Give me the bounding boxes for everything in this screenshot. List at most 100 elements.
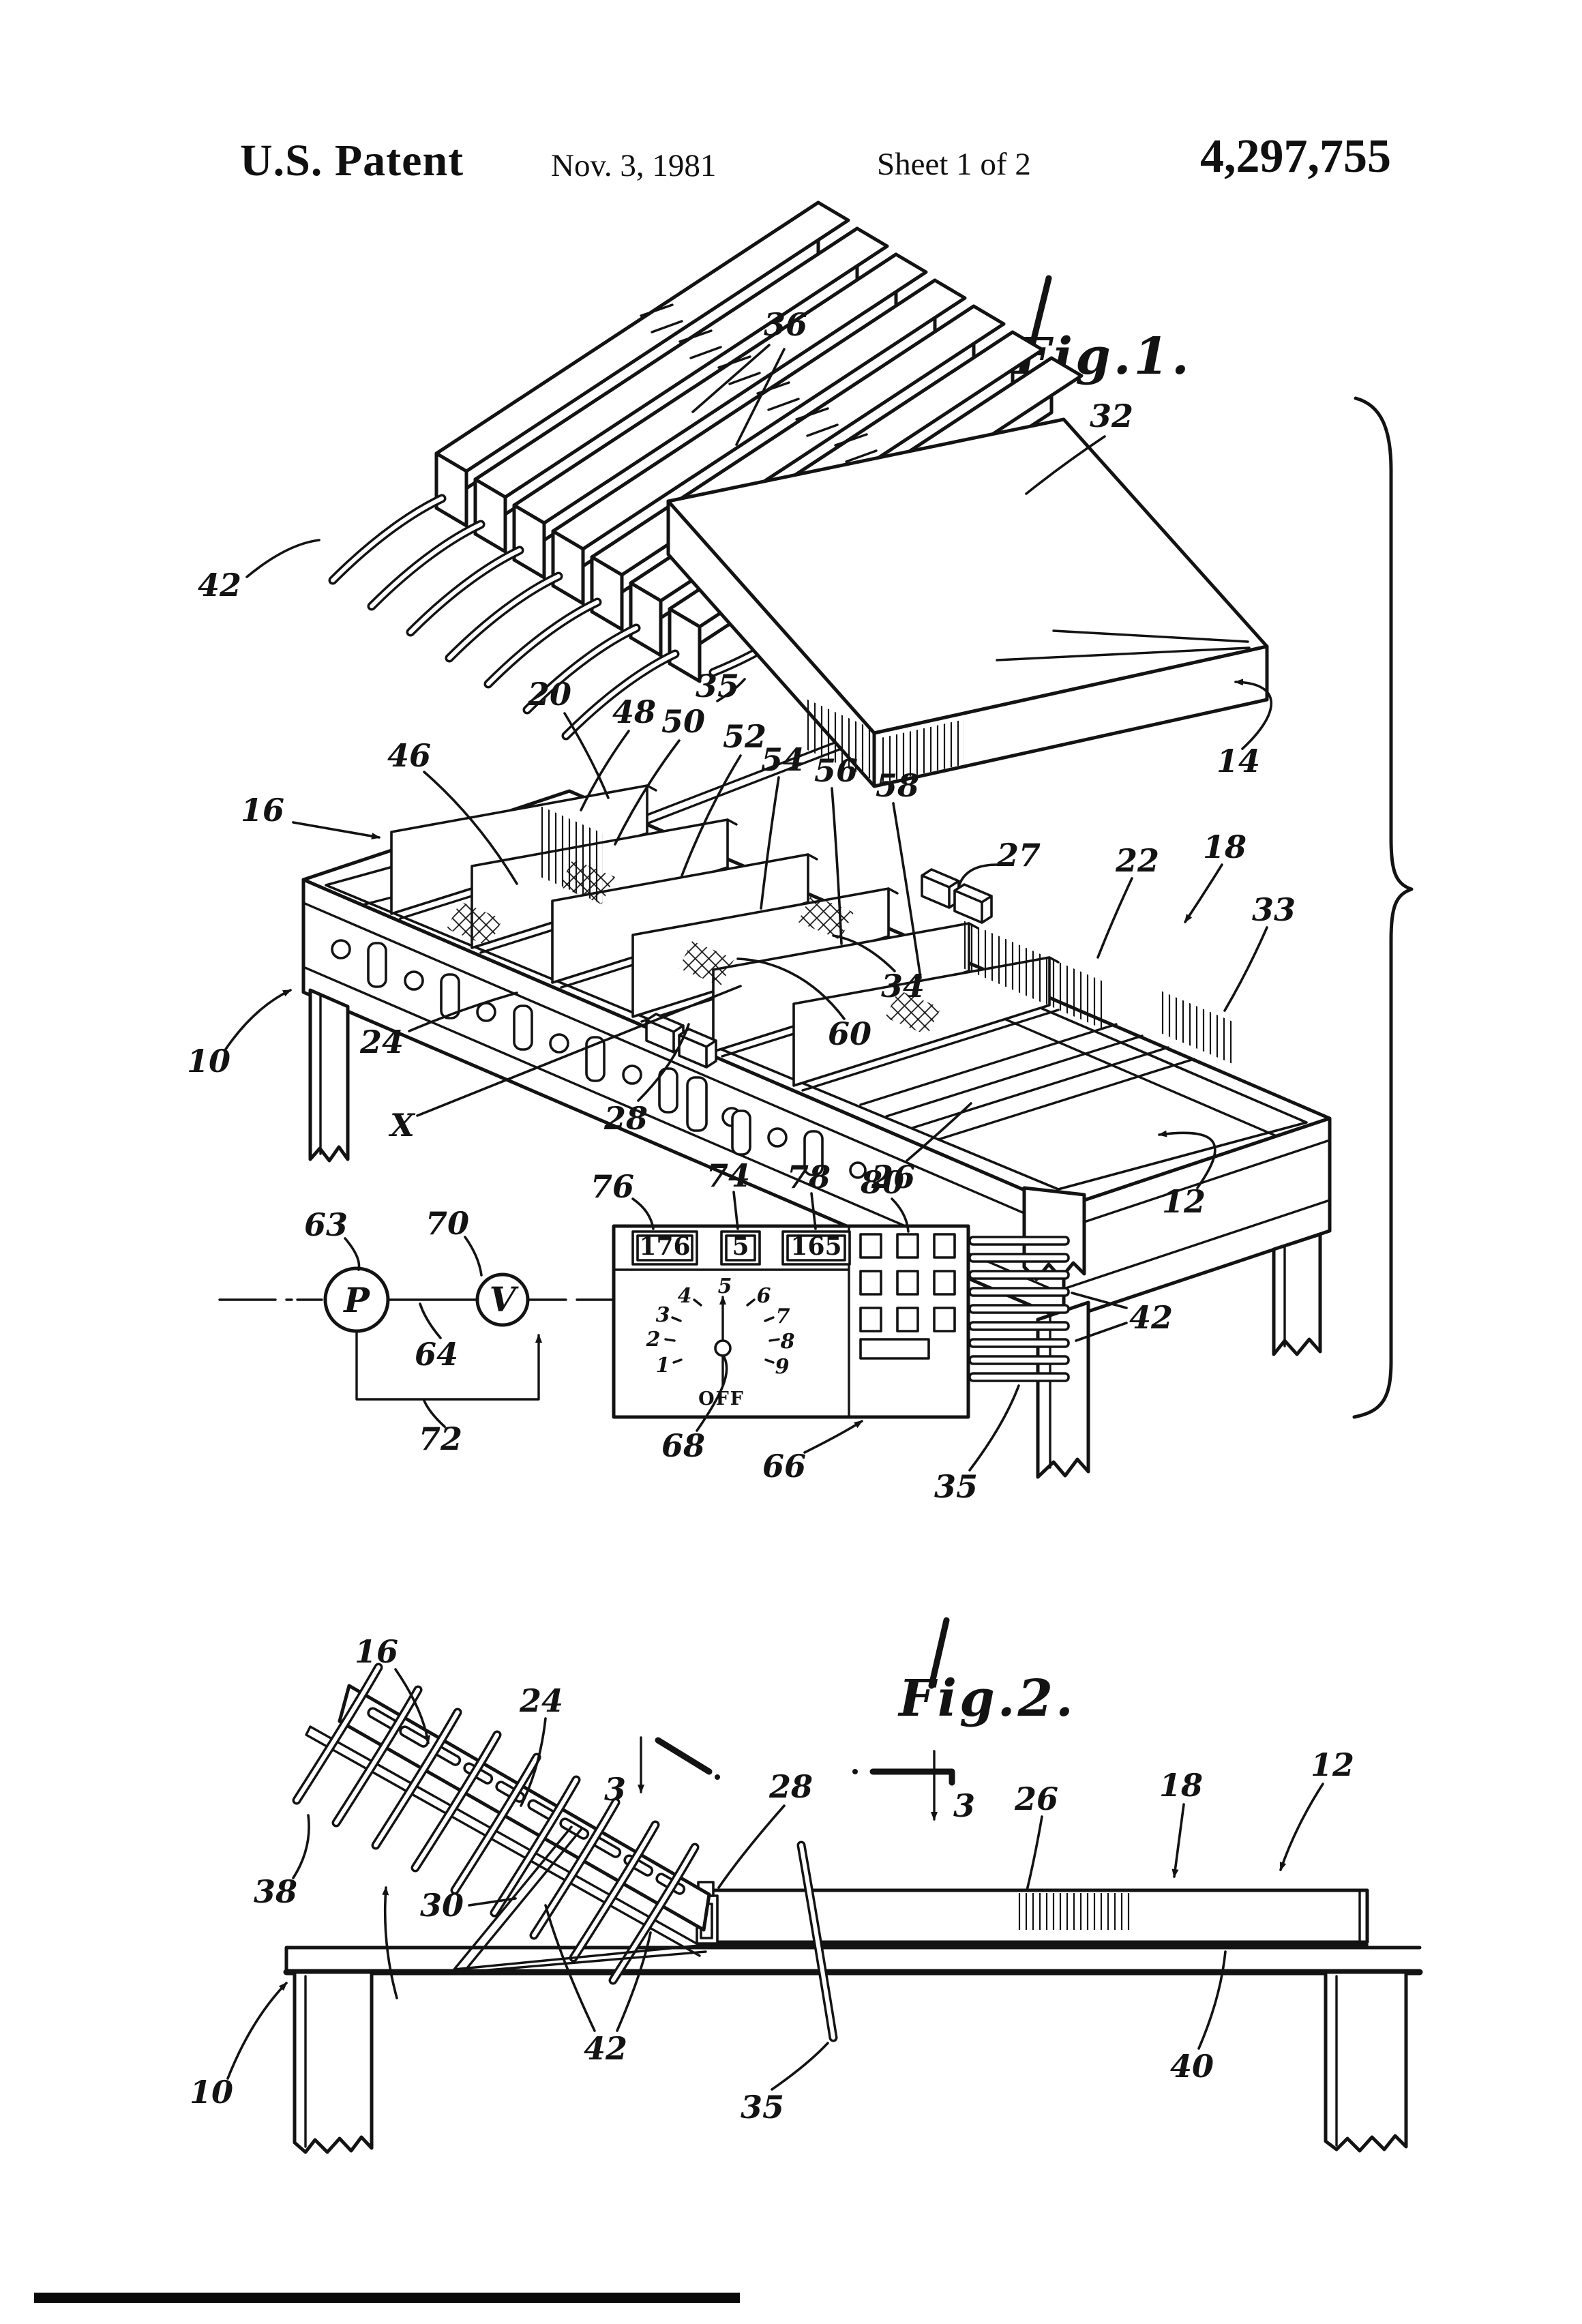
control-circuit: P V 176 5 165 1 2 xyxy=(218,1191,1128,1472)
patent-header-sheet: Sheet 1 of 2 xyxy=(877,147,1031,182)
ref-label-74: 74 xyxy=(706,1157,750,1194)
rod-comb xyxy=(968,1236,1070,1382)
leader-35b xyxy=(968,1384,1020,1472)
leg-left xyxy=(293,1970,374,2154)
dial-number-2: 2 xyxy=(646,1328,661,1352)
ref2-label-35: 35 xyxy=(741,2089,784,2126)
patent-header-number: 4,297,755 xyxy=(1200,130,1391,183)
section-marker-3a xyxy=(638,1736,720,1793)
ref-label-24: 24 xyxy=(359,1024,404,1060)
ref-label-76: 76 xyxy=(591,1168,634,1205)
ref-label-50: 50 xyxy=(661,703,705,740)
floor-shading xyxy=(859,1023,1195,1141)
leader-42b xyxy=(1071,1292,1128,1342)
floor-xhatch-3 xyxy=(678,941,734,986)
dial-number-6: 6 xyxy=(757,1284,771,1308)
ref2-label-42: 42 xyxy=(584,2030,627,2067)
ref-label-22: 22 xyxy=(1115,842,1159,879)
ref-label-16: 16 xyxy=(241,792,284,829)
leg-back-right xyxy=(1272,1232,1322,1356)
rod-35-fig2-core xyxy=(799,1843,835,2040)
leader-76 xyxy=(631,1197,655,1230)
dial-number-4: 4 xyxy=(678,1284,692,1308)
section-marker-3b xyxy=(852,1750,955,1821)
display-2-value: 5 xyxy=(732,1232,749,1261)
display-1-value: 176 xyxy=(639,1232,690,1261)
ref-label-20: 20 xyxy=(527,676,571,713)
ref2-label-30: 30 xyxy=(420,1887,464,1924)
clamp-28 xyxy=(645,1013,717,1069)
rod-long xyxy=(616,681,998,835)
leader-72 xyxy=(423,1399,446,1428)
ref-label-42b: 42 xyxy=(1129,1299,1173,1336)
dial-number-3: 3 xyxy=(656,1303,670,1327)
gauge-v-circle xyxy=(475,1272,530,1327)
ref2-label-16: 16 xyxy=(355,1633,398,1670)
ref2-label-10: 10 xyxy=(190,2074,233,2111)
feedback-loop xyxy=(355,1330,542,1401)
patent-header-date: Nov. 3, 1981 xyxy=(551,148,717,183)
dial-number-8: 8 xyxy=(780,1330,795,1354)
ref2-label-3b: 3 xyxy=(953,1787,975,1824)
ref2-label-18: 18 xyxy=(1159,1767,1203,1804)
ref-label-36: 36 xyxy=(764,306,807,343)
display-3-value: 165 xyxy=(790,1232,841,1261)
ref2-label-38: 38 xyxy=(254,1873,297,1910)
leader-64 xyxy=(419,1302,442,1339)
dial-ticks xyxy=(664,1298,780,1364)
ref-label-64: 64 xyxy=(415,1336,458,1373)
ref-label-66: 66 xyxy=(762,1448,806,1485)
ref-label-80: 80 xyxy=(860,1164,904,1201)
ref-label-10: 10 xyxy=(187,1043,230,1079)
ref2-label-3a: 3 xyxy=(604,1771,626,1808)
dial-pivot xyxy=(714,1339,732,1357)
floor-xhatch-2 xyxy=(559,859,615,904)
leg-mid-right xyxy=(1022,1186,1086,1281)
panel-buttons xyxy=(859,1233,956,1360)
ref-label-54: 54 xyxy=(761,741,805,778)
flat-section xyxy=(702,1888,1369,1946)
rightwall-hatch xyxy=(1159,990,1236,1065)
gauge-p-letter: P xyxy=(342,1280,370,1320)
ref2-label-40: 40 xyxy=(1170,2048,1214,2085)
ref-label-26: 26 xyxy=(871,1159,915,1195)
section-hatch xyxy=(1016,1893,1133,1930)
ref2-label-24: 24 xyxy=(519,1682,563,1719)
display-3-inner xyxy=(786,1234,846,1262)
ref2-label-26: 26 xyxy=(1014,1781,1058,1817)
mattress-pad xyxy=(666,417,1269,788)
ref-label-70: 70 xyxy=(426,1205,469,1242)
fig2-title: Fig.2. xyxy=(897,1669,1075,1728)
display-2-inner xyxy=(725,1234,756,1262)
mattress-crease xyxy=(996,629,1251,661)
ref2-label-12: 12 xyxy=(1311,1746,1354,1783)
ref-label-52: 52 xyxy=(723,718,766,755)
ref-label-60: 60 xyxy=(828,1015,871,1052)
fig2-leaders xyxy=(226,1668,1324,2091)
leader-74 xyxy=(732,1191,739,1230)
ref-label-12: 12 xyxy=(1162,1183,1206,1220)
ref-label-56: 56 xyxy=(814,752,858,789)
ref-label-68: 68 xyxy=(661,1427,705,1464)
leg-right xyxy=(1324,1970,1408,2153)
ref-label-35a: 35 xyxy=(696,668,739,704)
ref-label-48: 48 xyxy=(612,694,656,730)
ref-label-X: X xyxy=(388,1107,416,1144)
ref-label-33: 33 xyxy=(1252,891,1296,928)
ref-label-72: 72 xyxy=(419,1420,462,1457)
inclined-board xyxy=(292,1663,711,1985)
ref-label-18: 18 xyxy=(1203,829,1247,865)
rail-holes xyxy=(331,939,867,1179)
ref-label-78: 78 xyxy=(787,1159,831,1195)
ref-label-63: 63 xyxy=(304,1206,348,1243)
ref-label-14: 14 xyxy=(1217,743,1260,779)
floor-xhatch-1 xyxy=(447,902,503,947)
patent-header-title: U.S. Patent xyxy=(240,136,464,185)
ref-label-35b: 35 xyxy=(934,1468,978,1505)
ref-label-46: 46 xyxy=(387,737,431,774)
figure-brace xyxy=(1352,396,1414,1419)
floor-xhatch-5 xyxy=(885,990,941,1035)
leader-63 xyxy=(344,1237,361,1271)
timer-dial: 1 2 3 4 5 6 7 8 9 OFF xyxy=(646,1275,795,1410)
